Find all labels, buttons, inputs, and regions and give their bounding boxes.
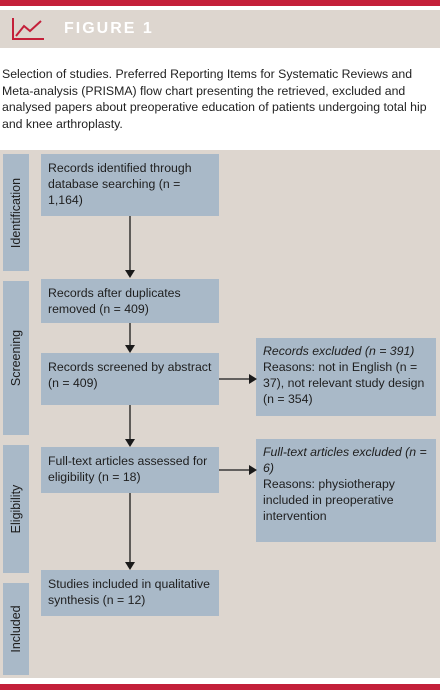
fulltext-excluded-title: Full-text articles excluded (n = 6) [263, 445, 427, 475]
stage-screening: Screening [3, 281, 29, 435]
figure-caption: Selection of studies. Preferred Reportin… [2, 67, 427, 131]
stage-included: Included [3, 583, 29, 675]
box-text: Studies included in qualitative synthesi… [48, 577, 211, 607]
bottom-rule [0, 684, 440, 690]
box-text: Records after duplicates removed (n = 40… [48, 286, 181, 316]
stage-label: Eligibility [9, 484, 23, 534]
stage-label: Identification [9, 177, 23, 248]
box-after-duplicates: Records after duplicates removed (n = 40… [41, 279, 219, 323]
box-fulltext-assessed: Full-text articles assessed for eligibil… [41, 447, 219, 493]
box-text: Full-text articles assessed for eligibil… [48, 454, 208, 484]
top-rule [0, 0, 440, 6]
stage-identification: Identification [3, 154, 29, 271]
stage-eligibility: Eligibility [3, 445, 29, 573]
figure-title: FIGURE 1 [64, 20, 154, 37]
box-fulltext-excluded: Full-text articles excluded (n = 6) Reas… [256, 439, 436, 542]
box-studies-included: Studies included in qualitative synthesi… [41, 570, 219, 616]
box-text: Records identified through database sear… [48, 161, 192, 207]
records-excluded-title: Records excluded (n = 391) [263, 344, 415, 358]
line-chart-icon [12, 18, 44, 40]
records-excluded-reasons: Reasons: not in English (n = 37), not re… [263, 360, 425, 406]
box-text: Records screened by abstract (n = 409) [48, 360, 212, 390]
flowchart-panel: Identification Screening Eligibility Inc… [0, 150, 440, 678]
fulltext-excluded-reasons: Reasons: physiotherapy included in preop… [263, 477, 395, 523]
figure-header: FIGURE 1 [0, 10, 440, 48]
box-records-identified: Records identified through database sear… [41, 154, 219, 216]
box-records-excluded: Records excluded (n = 391) Reasons: not … [256, 338, 436, 416]
stage-label: Included [9, 605, 23, 653]
box-records-screened: Records screened by abstract (n = 409) [41, 353, 219, 405]
stage-label: Screening [9, 329, 23, 387]
